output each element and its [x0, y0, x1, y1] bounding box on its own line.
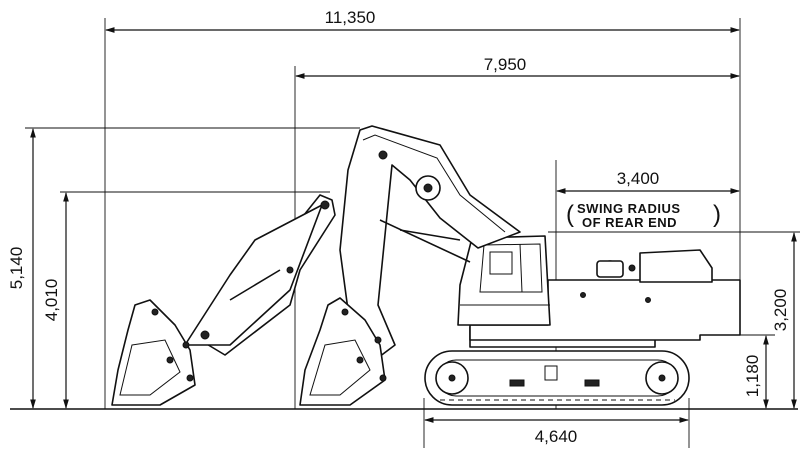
bucket-closed [111, 299, 196, 406]
dim-track-length: 4,640 [535, 427, 578, 446]
crawler-track [424, 350, 690, 406]
dim-height-closed: 4,010 [42, 279, 61, 322]
dim-overall-reach: 11,350 [325, 8, 376, 27]
swing-note-line2: OF REAR END [582, 215, 677, 230]
dim-height-extended: 5,140 [7, 247, 26, 290]
operator-cab [457, 235, 551, 326]
svg-text:(: ( [566, 201, 574, 228]
boom-extended [339, 125, 521, 361]
swing-note-line1: SWING RADIUS [577, 201, 681, 216]
svg-text:): ) [713, 201, 721, 228]
dim-swing-radius: 3,400 [617, 169, 660, 188]
dimension-lines [30, 27, 797, 423]
boom-closed [184, 194, 336, 356]
dim-reach-closed: 7,950 [484, 55, 527, 74]
dim-overall-height: 3,200 [771, 289, 790, 332]
bucket-extended [299, 297, 387, 406]
dim-counterweight-clearance: 1,180 [743, 355, 762, 398]
swing-radius-note: ( SWING RADIUS OF REAR END ) [566, 201, 721, 230]
